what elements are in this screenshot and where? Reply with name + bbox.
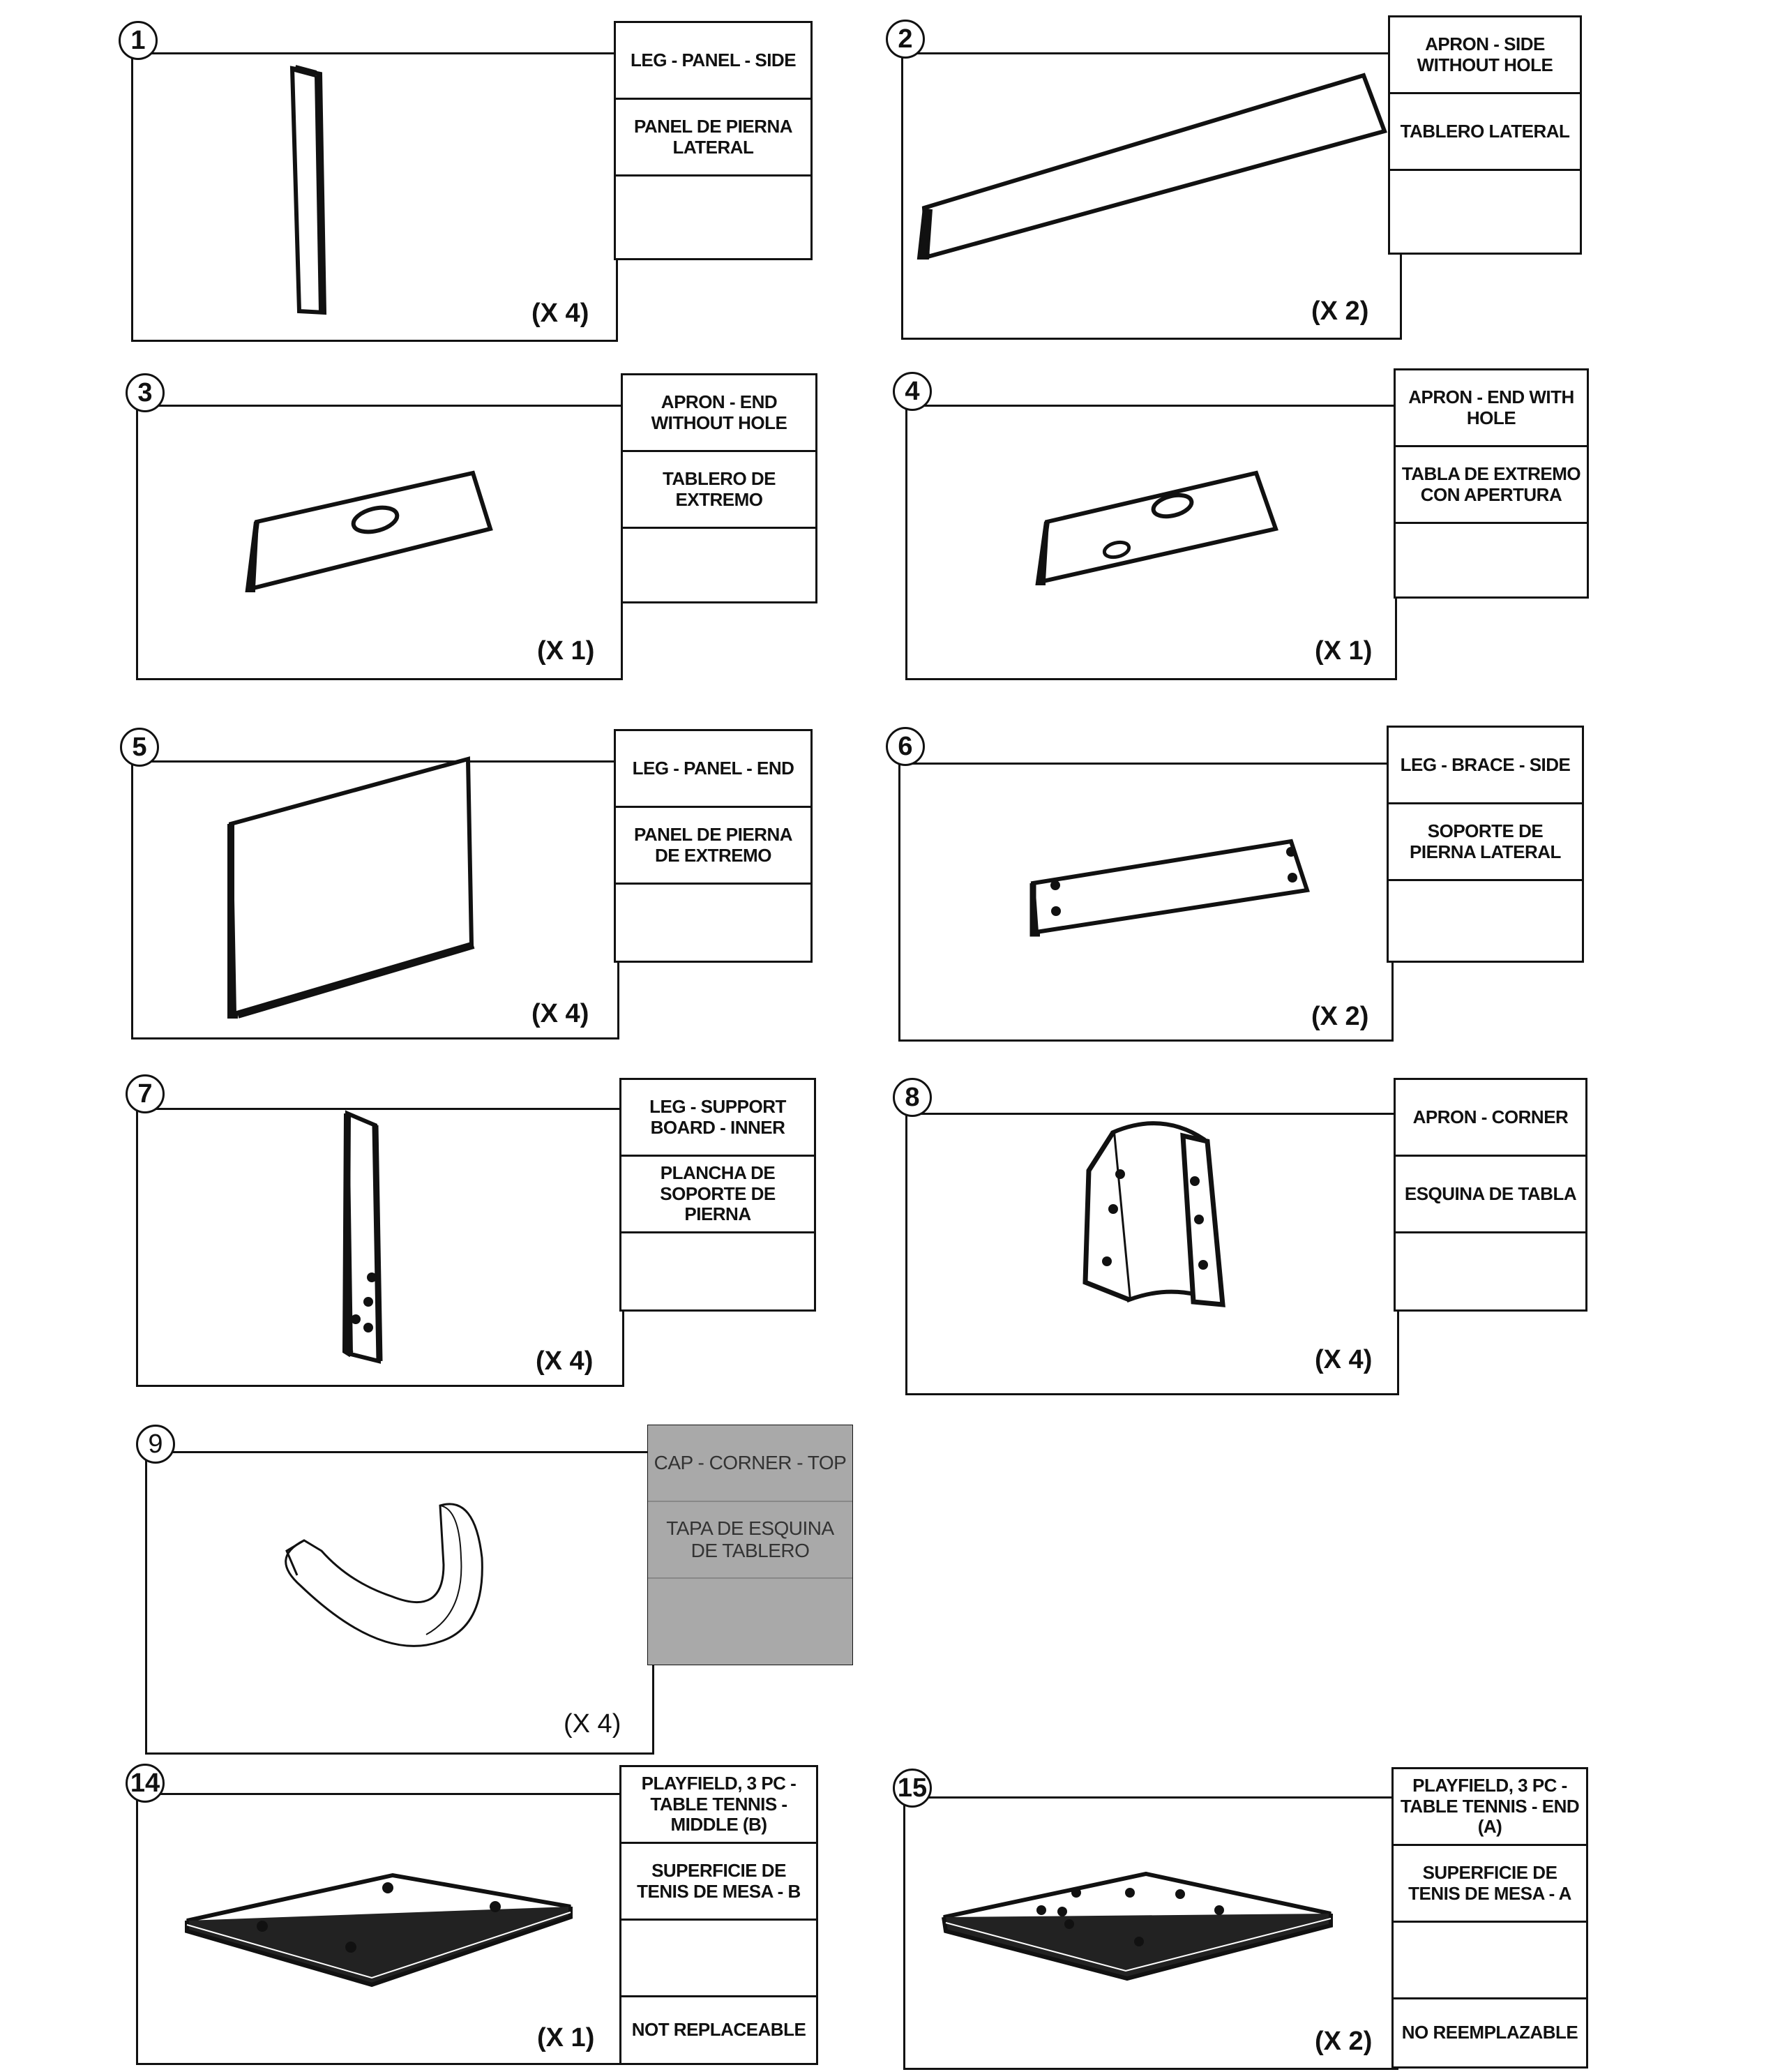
- label-blank: [621, 1921, 816, 1997]
- part-2-label-box: APRON - SIDE WITHOUT HOLE TABLERO LATERA…: [1388, 15, 1582, 255]
- part-9-label-box: CAP - CORNER - TOP TAPA DE ESQUINA DE TA…: [647, 1425, 853, 1665]
- label-spanish: PLANCHA DE SOPORTE DE PIERNA: [621, 1157, 814, 1233]
- part-number-badge: 15: [893, 1769, 932, 1808]
- quantity-label: (X 4): [1315, 1345, 1373, 1374]
- quantity-label: (X 4): [536, 1346, 594, 1376]
- part-6-drawing: [898, 763, 1394, 1042]
- part-9-drawing: [145, 1451, 654, 1755]
- apron-side-illustration: [916, 73, 1387, 260]
- label-english: CAP - CORNER - TOP: [648, 1425, 852, 1502]
- part-number-badge: 14: [126, 1764, 165, 1803]
- part-14-drawing: [136, 1793, 623, 2065]
- label-spanish: TABLERO DE EXTREMO: [623, 452, 815, 529]
- part-number-badge: 6: [886, 727, 925, 766]
- label-blank: [1394, 1923, 1586, 1999]
- part-number-badge: 9: [136, 1425, 175, 1464]
- label-blank: [621, 1233, 814, 1310]
- leg-panel-side-illustration: [289, 65, 327, 315]
- part-5-drawing: [131, 756, 619, 1039]
- label-blank: [616, 885, 810, 961]
- label-english: APRON - CORNER: [1396, 1080, 1585, 1157]
- label-spanish: ESQUINA DE TABLA: [1396, 1157, 1585, 1233]
- label-english: LEG - PANEL - END: [616, 731, 810, 808]
- label-spanish: SOPORTE DE PIERNA LATERAL: [1389, 804, 1582, 881]
- label-blank: [1396, 1233, 1585, 1310]
- part-3-drawing: [136, 405, 623, 680]
- label-not-replaceable: NOT REPLACEABLE: [631, 2019, 806, 2041]
- label-blank: [1396, 524, 1587, 601]
- part-15-drawing: [903, 1796, 1398, 2070]
- label-spanish: PANEL DE PIERNA LATERAL: [616, 100, 810, 177]
- quantity-label: (X 4): [531, 299, 589, 328]
- label-spanish: PANEL DE PIERNA DE EXTREMO: [616, 808, 810, 885]
- label-blank: [1389, 881, 1582, 958]
- part-1-drawing: [131, 52, 618, 342]
- part-1-label-box: LEG - PANEL - SIDE PANEL DE PIERNA LATER…: [614, 21, 813, 260]
- quantity-label: (X 4): [531, 999, 589, 1028]
- part-8-drawing: [905, 1113, 1399, 1395]
- part-number-badge: 8: [893, 1078, 932, 1117]
- playfield-middle-illustration: [185, 1872, 573, 1988]
- leg-panel-end-illustration: [227, 756, 475, 1019]
- label-english: LEG - PANEL - SIDE: [616, 23, 810, 100]
- part-number-badge: 1: [119, 21, 158, 60]
- part-number-badge: 4: [893, 372, 932, 411]
- cap-corner-top-illustration: [285, 1503, 483, 1647]
- part-3-label-box: APRON - END WITHOUT HOLE TABLERO DE EXTR…: [621, 373, 817, 603]
- part-15-label-box: PLAYFIELD, 3 PC - TABLE TENNIS - END (A)…: [1391, 1767, 1588, 2069]
- quantity-label: (X 2): [1315, 2027, 1373, 2056]
- part-number-badge: 2: [886, 20, 925, 59]
- part-5-label-box: LEG - PANEL - END PANEL DE PIERNA DE EXT…: [614, 729, 813, 963]
- part-14-label-box: PLAYFIELD, 3 PC - TABLE TENNIS - MIDDLE …: [619, 1765, 818, 2065]
- part-number-badge: 3: [126, 373, 165, 412]
- label-english: PLAYFIELD, 3 PC - TABLE TENNIS - MIDDLE …: [621, 1767, 816, 1844]
- apron-corner-illustration: [1082, 1121, 1225, 1307]
- part-8-label-box: APRON - CORNER ESQUINA DE TABLA: [1394, 1078, 1587, 1312]
- label-spanish: SUPERFICIE DE TENIS DE MESA - A: [1394, 1846, 1586, 1923]
- label-blank: [623, 529, 815, 606]
- playfield-end-illustration: [942, 1871, 1333, 1981]
- part-4-drawing: [905, 405, 1397, 680]
- label-blank: [616, 177, 810, 253]
- label-spanish: TAPA DE ESQUINA DE TABLERO: [648, 1502, 852, 1579]
- label-english: LEG - BRACE - SIDE: [1389, 728, 1582, 804]
- part-number-badge: 5: [120, 728, 159, 767]
- label-not-replaceable: NO REEMPLAZABLE: [1401, 2022, 1578, 2043]
- label-english: LEG - SUPPORT BOARD - INNER: [621, 1080, 814, 1157]
- part-4-label-box: APRON - END WITH HOLE TABLA DE EXTREMO C…: [1394, 368, 1589, 599]
- part-7-drawing: [136, 1108, 624, 1387]
- label-spanish: TABLERO LATERAL: [1390, 94, 1580, 171]
- part-7-label-box: LEG - SUPPORT BOARD - INNER PLANCHA DE S…: [619, 1078, 816, 1312]
- label-blank: [1390, 171, 1580, 248]
- quantity-label: (X 1): [537, 636, 595, 666]
- label-blank: [648, 1579, 852, 1656]
- label-spanish: TABLA DE EXTREMO CON APERTURA: [1396, 447, 1587, 524]
- leg-brace-side-illustration: [1029, 839, 1310, 937]
- part-2-drawing: [901, 52, 1402, 340]
- label-spanish: SUPERFICIE DE TENIS DE MESA - B: [621, 1844, 816, 1921]
- label-english: APRON - SIDE WITHOUT HOLE: [1390, 17, 1580, 94]
- part-6-label-box: LEG - BRACE - SIDE SOPORTE DE PIERNA LAT…: [1387, 726, 1584, 963]
- leg-support-board-illustration: [342, 1110, 383, 1364]
- label-english: PLAYFIELD, 3 PC - TABLE TENNIS - END (A): [1394, 1769, 1586, 1846]
- label-english: APRON - END WITHOUT HOLE: [623, 375, 815, 452]
- apron-end-with-hole-illustration: [1035, 470, 1278, 585]
- part-number-badge: 7: [126, 1074, 165, 1113]
- quantity-label: (X 1): [1315, 636, 1373, 666]
- label-english: APRON - END WITH HOLE: [1396, 370, 1587, 447]
- quantity-label: (X 2): [1311, 296, 1369, 326]
- quantity-label: (X 4): [564, 1709, 621, 1739]
- quantity-label: (X 2): [1311, 1002, 1369, 1031]
- quantity-label: (X 1): [537, 2023, 595, 2052]
- apron-end-illustration: [245, 470, 493, 592]
